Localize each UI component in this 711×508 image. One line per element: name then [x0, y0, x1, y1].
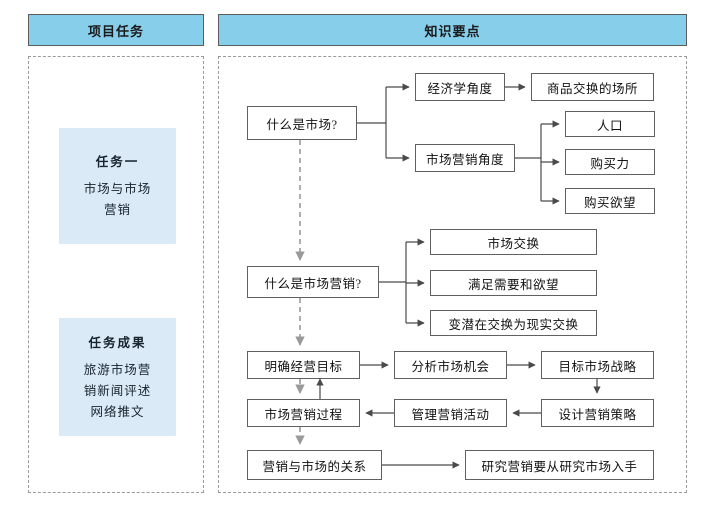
header-project-tasks: 项目任务 — [28, 14, 204, 46]
flow-node-population[interactable]: 人口 — [565, 111, 655, 137]
flow-node-what-is-market[interactable]: 什么是市场? — [247, 106, 357, 140]
flow-node-marketing-market-relation[interactable]: 营销与市场的关系 — [247, 450, 382, 480]
flow-node-target-market-strategy[interactable]: 目标市场战略 — [541, 351, 654, 379]
flow-node-place-of-exchange[interactable]: 商品交换的场所 — [531, 73, 654, 101]
flow-node-marketing-view[interactable]: 市场营销角度 — [415, 144, 515, 172]
flow-node-economics-view[interactable]: 经济学角度 — [415, 73, 505, 101]
panel-project-tasks — [28, 56, 204, 493]
task-card-title: 任务成果 — [88, 335, 147, 350]
flow-node-purchase-desire[interactable]: 购买欲望 — [565, 188, 655, 214]
flow-node-manage-activities[interactable]: 管理营销活动 — [394, 399, 507, 427]
flow-node-what-is-marketing[interactable]: 什么是市场营销? — [247, 266, 379, 298]
flow-node-potential-to-real-exchange[interactable]: 变潜在交换为现实交换 — [430, 310, 597, 336]
task-card-line: 旅游市场营 — [83, 362, 152, 377]
header-knowledge-points: 知识要点 — [218, 14, 687, 46]
flow-node-analyze-opportunity[interactable]: 分析市场机会 — [394, 351, 507, 379]
task-card-title: 任务一 — [95, 155, 140, 169]
task-card-line: 营销 — [103, 203, 131, 217]
flow-node-clarify-goal[interactable]: 明确经营目标 — [247, 351, 360, 379]
flow-node-study-marketing-from-market[interactable]: 研究营销要从研究市场入手 — [465, 450, 654, 480]
panel-knowledge-points — [218, 56, 687, 493]
flow-node-design-strategy[interactable]: 设计营销策略 — [541, 399, 654, 427]
flow-node-purchasing-power[interactable]: 购买力 — [565, 149, 655, 175]
task-card-line: 市场与市场 — [83, 182, 152, 196]
task-card-line: 网络推文 — [90, 404, 145, 419]
flow-node-marketing-process[interactable]: 市场营销过程 — [247, 399, 360, 427]
task-card-line: 销新闻评述 — [83, 383, 152, 398]
task-card-deliverables: 任务成果 旅游市场营 销新闻评述 网络推文 — [59, 318, 176, 436]
task-card-assignment-one: 任务一 市场与市场 营销 — [59, 128, 176, 244]
flow-node-satisfy-needs[interactable]: 满足需要和欲望 — [430, 270, 597, 296]
flow-node-market-exchange[interactable]: 市场交换 — [430, 229, 597, 255]
